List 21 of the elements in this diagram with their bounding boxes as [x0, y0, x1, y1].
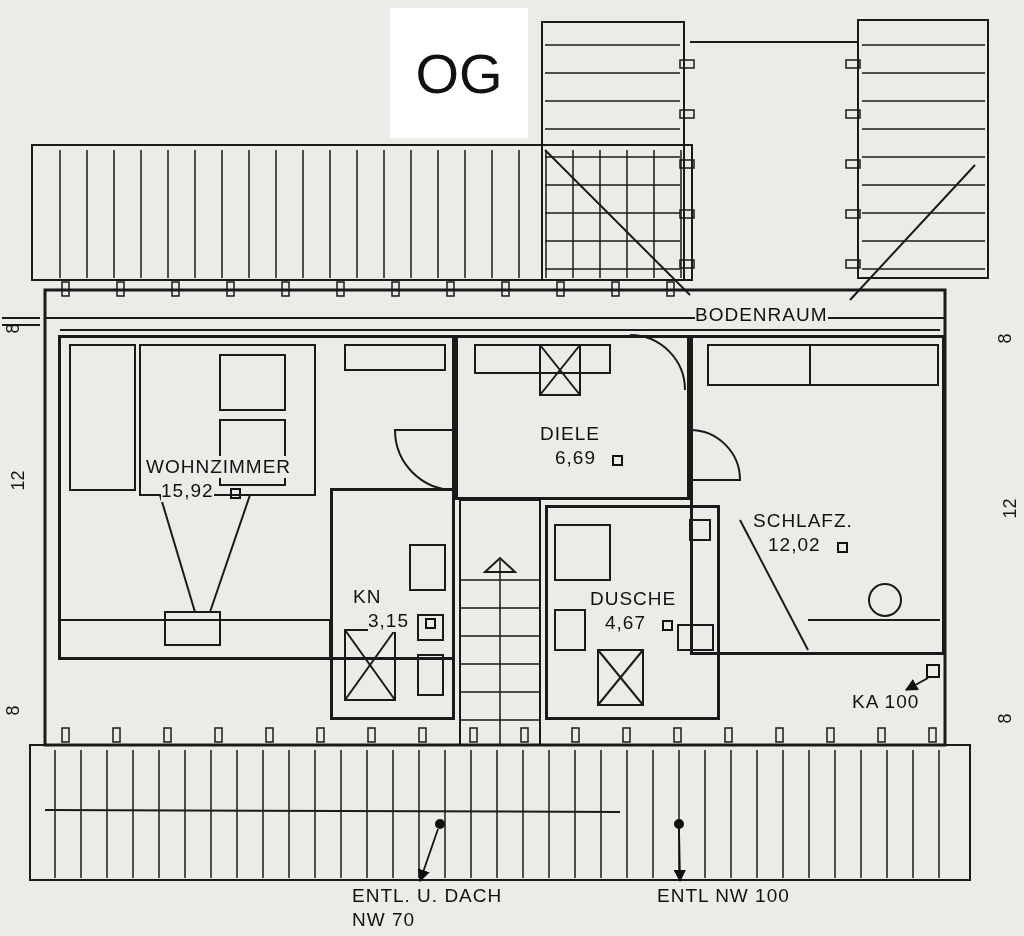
plan-title: OG: [390, 8, 528, 138]
dimension-label: 12: [999, 498, 1021, 519]
room-outline: [690, 335, 945, 655]
room-outline: [330, 488, 455, 720]
room-name: WOHNZIMMER: [146, 456, 292, 478]
dimension-label: 8: [994, 333, 1016, 344]
leader-line: [673, 828, 687, 883]
room-outline: [455, 335, 690, 500]
annotation-text: KA 100: [852, 690, 920, 714]
dimension-label: 8: [994, 713, 1016, 724]
drain-square-icon: [926, 664, 940, 678]
dimension-label: 8: [2, 323, 24, 334]
annotation-text: ENTL. U. DACH NW 70: [352, 884, 537, 932]
leader-line: [417, 828, 439, 883]
dimension-label: 12: [7, 470, 29, 491]
dimension-label: 8: [2, 705, 24, 716]
room-outline: [545, 505, 720, 720]
annotation-text: ENTL NW 100: [657, 884, 790, 908]
drain-dot-icon: [435, 819, 445, 829]
drain-dot-icon: [674, 819, 684, 829]
leader-line: [904, 677, 929, 691]
